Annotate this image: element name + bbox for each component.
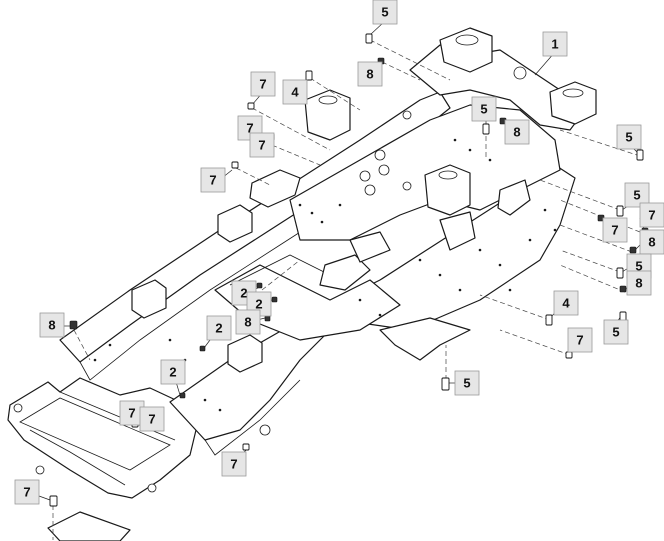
callout-number-27: 5 xyxy=(454,370,480,396)
callout-number-25: 8 xyxy=(39,312,65,338)
callout-number-26: 2 xyxy=(160,359,186,385)
callout-number-5: 8 xyxy=(357,61,383,87)
callout-text: 5 xyxy=(635,259,642,274)
callout-text: 8 xyxy=(635,276,642,291)
callout-text: 5 xyxy=(463,376,470,391)
callout-text: 7 xyxy=(258,138,265,153)
callout-number-30: 7 xyxy=(221,451,247,477)
callout-text: 5 xyxy=(480,102,487,117)
callout-text: 1 xyxy=(551,37,558,52)
callout-text: 8 xyxy=(648,235,655,250)
callout-text: 7 xyxy=(576,333,583,348)
callout-number-13: 7 xyxy=(639,202,664,228)
callout-text: 7 xyxy=(246,121,253,136)
callout-text: 7 xyxy=(230,457,237,472)
callout-text: 7 xyxy=(209,173,216,188)
callout-number-22: 4 xyxy=(553,290,579,316)
callout-text: 7 xyxy=(648,208,655,223)
callout-number-17: 8 xyxy=(626,270,652,296)
callout-number-2: 1 xyxy=(542,31,568,57)
callout-text: 8 xyxy=(513,125,520,140)
callout-text: 8 xyxy=(366,67,373,82)
callout-number-21: 2 xyxy=(206,315,232,341)
callout-number-10: 7 xyxy=(200,167,226,193)
callout-text: 7 xyxy=(259,77,266,92)
callout-number-24: 5 xyxy=(603,319,629,345)
callout-text: 5 xyxy=(612,325,619,340)
callout-text: 8 xyxy=(244,315,251,330)
callout-text: 7 xyxy=(148,412,155,427)
callout-text: 2 xyxy=(240,286,247,301)
callout-number-7: 8 xyxy=(504,119,530,145)
callout-text: 8 xyxy=(48,318,55,333)
callout-number-31: 7 xyxy=(14,479,40,505)
callout-text: 5 xyxy=(625,130,632,145)
main-frame xyxy=(7,27,597,541)
callout-text: 2 xyxy=(255,297,262,312)
callout-number-11: 5 xyxy=(616,124,642,150)
callout-number-29: 7 xyxy=(139,406,165,432)
callout-number-14: 7 xyxy=(602,217,628,243)
callout-text: 5 xyxy=(381,5,388,20)
callout-number-4: 4 xyxy=(282,79,308,105)
callout-text: 5 xyxy=(633,188,640,203)
callout-number-23: 7 xyxy=(567,327,593,353)
callout-number-6: 5 xyxy=(471,96,497,122)
callout-text: 7 xyxy=(23,485,30,500)
callout-number-3: 7 xyxy=(250,71,276,97)
callout-text: 7 xyxy=(611,223,618,238)
callout-text: 2 xyxy=(215,321,222,336)
callout-text: 4 xyxy=(562,296,570,311)
callout-text: 2 xyxy=(169,365,176,380)
callout-number-9: 7 xyxy=(249,132,275,158)
callout-text: 7 xyxy=(128,406,135,421)
callout-number-1: 5 xyxy=(372,0,398,25)
fasteners xyxy=(49,33,649,507)
callout-number-20: 8 xyxy=(235,309,261,335)
callout-text: 4 xyxy=(291,85,299,100)
callout-number-15: 8 xyxy=(639,229,664,255)
